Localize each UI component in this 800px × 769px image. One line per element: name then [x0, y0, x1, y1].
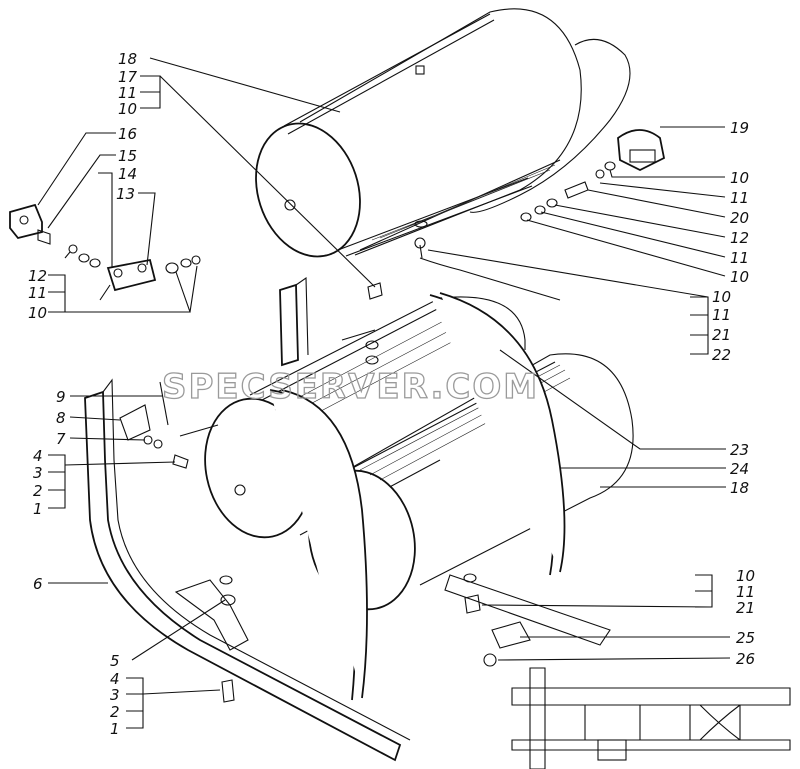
callout-10-top: 10 [118, 100, 137, 118]
callout-9: 9 [56, 388, 66, 406]
top-air-receiver [255, 8, 631, 258]
callout-12-right: 12 [730, 229, 749, 247]
callout-1-lower: 1 [110, 720, 120, 738]
callout-8: 8 [56, 409, 66, 427]
callout-11-left: 11 [28, 284, 47, 302]
callout-23: 23 [730, 441, 749, 459]
callout-14: 14 [118, 165, 137, 183]
callout-2-lower: 2 [110, 703, 120, 721]
callout-20: 20 [730, 209, 749, 227]
callout-10-r2: 10 [730, 268, 749, 286]
callout-3-lower: 3 [110, 686, 120, 704]
callout-11-r2: 11 [730, 249, 749, 267]
callout-25: 25 [736, 629, 755, 647]
callout-17: 17 [118, 68, 138, 86]
callout-13: 13 [116, 185, 135, 203]
callout-11-top: 11 [118, 84, 137, 102]
callout-6: 6 [33, 575, 43, 593]
callout-labels-right: 19 10 11 20 12 11 10 10 11 21 22 23 24 1… [712, 119, 755, 668]
callout-4-upper: 4 [33, 447, 43, 465]
watermark: SPECSERVER.COM [162, 367, 539, 407]
lower-air-receivers [204, 292, 634, 701]
mounting-bracket [84, 276, 611, 762]
callout-18-right: 18 [730, 479, 749, 497]
callout-10-left: 10 [28, 304, 47, 322]
leader-lines [37, 57, 731, 729]
callout-3-upper: 3 [33, 464, 43, 482]
callout-18-top: 18 [118, 50, 137, 68]
callout-7: 7 [56, 430, 66, 448]
callout-1-upper: 1 [33, 500, 43, 518]
callout-22: 22 [712, 346, 731, 364]
callout-10-r4: 10 [736, 567, 755, 585]
callout-16: 16 [118, 125, 137, 143]
callout-2-upper: 2 [33, 482, 43, 500]
pipe [419, 257, 561, 301]
small-parts [9, 129, 666, 703]
callout-10-r3: 10 [712, 288, 731, 306]
callout-24: 24 [730, 460, 749, 478]
callout-15: 15 [118, 147, 137, 165]
callout-labels-left: 18 17 11 10 16 15 14 13 12 11 10 9 8 7 4… [28, 50, 138, 738]
callout-11-r3: 11 [712, 306, 731, 324]
callout-4-lower: 4 [110, 670, 120, 688]
callout-12-left: 12 [28, 267, 47, 285]
callout-10-r1: 10 [730, 169, 749, 187]
callout-21-lower: 21 [736, 599, 755, 617]
callout-5: 5 [110, 652, 120, 670]
callout-21-upper: 21 [712, 326, 731, 344]
callout-19: 19 [730, 119, 749, 137]
callout-11-r4: 11 [736, 583, 755, 601]
frame-detail [511, 667, 791, 769]
callout-11-r1: 11 [730, 189, 749, 207]
callout-26: 26 [736, 650, 755, 668]
